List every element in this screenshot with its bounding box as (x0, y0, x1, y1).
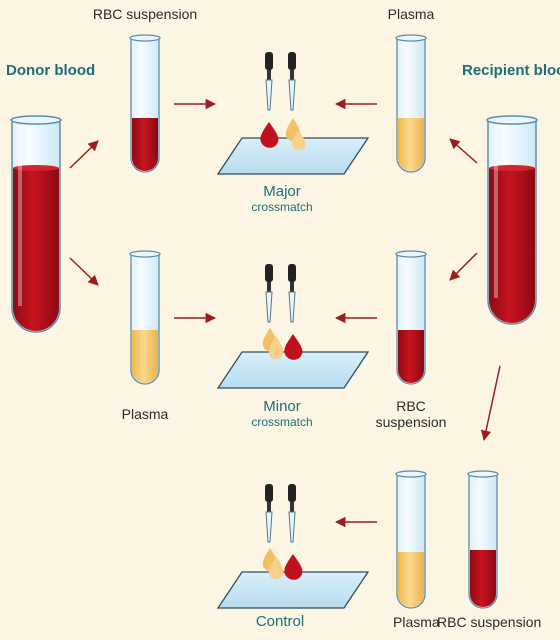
arrows (69, 98, 501, 528)
major-crossmatch-label: Major crossmatch (251, 183, 312, 214)
donor-blood-tube (10, 115, 62, 333)
minor-title: Minor (263, 398, 301, 415)
control-label: Control (256, 613, 304, 630)
droppers-control (265, 484, 296, 543)
recipient-blood-tube (486, 115, 538, 325)
donor-blood-label: Donor blood (6, 62, 96, 79)
arrow-recipient-to-plasma (449, 138, 478, 164)
plasma-left-label: Plasma (121, 406, 169, 422)
recipient-blood-label: Recipient blood (462, 62, 560, 79)
tube-plasma-bottom (395, 470, 427, 609)
slide-major (216, 137, 370, 175)
rbc-suspension-mid-line2: suspension (375, 414, 447, 430)
rbc-suspension-top-label: RBC suspension (92, 6, 198, 22)
plasma-bottom-label: Plasma (393, 614, 440, 630)
rbc-suspension-mid-line1: RBC (396, 398, 426, 414)
control-title: Control (255, 613, 305, 630)
tube-rbc-bottom (467, 470, 499, 609)
slide-control (216, 571, 370, 609)
arrow-donor-to-plasma (69, 257, 99, 286)
tube-plasma-left (129, 250, 161, 385)
drops-major (260, 118, 306, 150)
slide-minor (216, 351, 370, 389)
tube-rbc-mid (395, 250, 427, 385)
minor-subtitle: crossmatch (251, 415, 313, 429)
tube-plasma-top (395, 34, 427, 173)
plasma-top-label: Plasma (387, 6, 435, 22)
arrow-recipient-to-control-tubes (480, 365, 501, 442)
major-subtitle: crossmatch (251, 200, 313, 214)
arrow-donor-to-rbc (69, 140, 99, 169)
major-title: Major (263, 183, 301, 200)
drops-minor (262, 328, 303, 360)
droppers-minor (265, 264, 296, 323)
rbc-suspension-bottom-label: RBC suspension (437, 614, 542, 630)
drops-control (262, 548, 303, 580)
rbc-suspension-mid-label: RBC suspension (376, 398, 447, 430)
arrow-recipient-to-rbc (449, 252, 478, 281)
minor-crossmatch-label: Minor crossmatch (251, 398, 312, 429)
droppers-major (265, 52, 296, 111)
tube-rbc-top (129, 34, 161, 173)
